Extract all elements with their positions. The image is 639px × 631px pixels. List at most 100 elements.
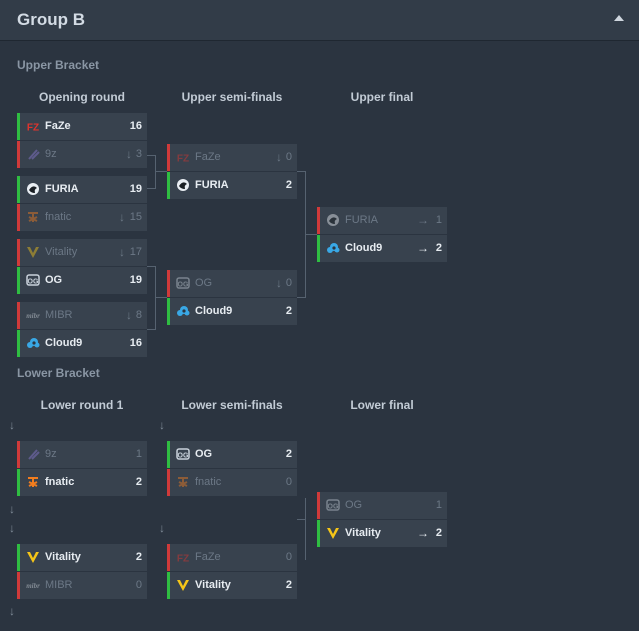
vitality-logo-icon bbox=[327, 528, 339, 539]
team-name: OG bbox=[195, 448, 213, 460]
team-row[interactable]: OG OG 2 bbox=[167, 441, 297, 468]
team-name: Vitality bbox=[45, 551, 81, 563]
team-score: 17 bbox=[129, 246, 142, 258]
cloud9-logo-icon bbox=[177, 306, 190, 316]
drop-arrow-icon: ↓ bbox=[126, 147, 132, 161]
furia-logo-icon bbox=[177, 179, 189, 191]
faze-logo-icon: FZ bbox=[27, 123, 39, 134]
team-row[interactable]: FZ FaZe 16 bbox=[17, 113, 147, 140]
vitality-logo-icon bbox=[27, 247, 39, 258]
vitality-logo-icon bbox=[27, 552, 39, 563]
advance-arrow-icon: ↓ bbox=[9, 604, 15, 618]
match-card[interactable]: FZ FaZe 16 9z↓3 bbox=[17, 113, 147, 168]
advance-arrow-icon: ↓ bbox=[159, 521, 165, 535]
team-score: 2 bbox=[135, 476, 142, 488]
furia-logo-icon bbox=[327, 214, 339, 226]
team-score: 1 bbox=[135, 448, 142, 460]
team-name: Vitality bbox=[45, 246, 78, 258]
group-header[interactable]: Group B bbox=[0, 0, 639, 41]
svg-text:OG: OG bbox=[178, 453, 189, 460]
og-logo-icon: OG bbox=[326, 499, 340, 511]
drop-arrow-icon: ↓ bbox=[276, 276, 282, 290]
team-row[interactable]: FURIA → 1 bbox=[317, 207, 447, 234]
team-name: OG bbox=[345, 499, 363, 511]
team-score: 0 bbox=[135, 579, 142, 591]
team-row[interactable]: Vitality↓17 bbox=[17, 239, 147, 266]
round-title-opening: Opening round bbox=[39, 90, 125, 104]
team-name: fnatic bbox=[195, 476, 222, 488]
team-name: OG bbox=[195, 277, 213, 289]
svg-text:OG: OG bbox=[328, 504, 339, 511]
team-row[interactable]: Cloud9→2 bbox=[317, 235, 447, 262]
team-row[interactable]: Cloud9 16 bbox=[17, 330, 147, 357]
vitality-logo-icon bbox=[177, 580, 189, 591]
team-name: FaZe bbox=[195, 151, 221, 163]
team-score: 15 bbox=[129, 211, 142, 223]
round-title-lower-round-1: Lower round 1 bbox=[40, 398, 124, 412]
svg-text:mibr: mibr bbox=[26, 582, 40, 590]
team-score: 16 bbox=[129, 337, 142, 349]
advance-arrow-icon: ↓ bbox=[159, 418, 165, 432]
fnatic-logo-icon bbox=[28, 212, 38, 222]
collapse-caret-icon[interactable] bbox=[614, 15, 624, 21]
match-card[interactable]: OG OG 2 fnatic 0 bbox=[167, 441, 297, 496]
9z-logo-icon bbox=[28, 149, 40, 160]
round-title-upper-final: Upper final bbox=[350, 90, 414, 104]
team-name: FaZe bbox=[45, 120, 71, 132]
drop-arrow-icon: ↓ bbox=[126, 308, 132, 322]
advance-arrow-icon: → bbox=[417, 526, 429, 540]
furia-logo-icon bbox=[27, 183, 39, 195]
round-title-upper-semis: Upper semi-finals bbox=[181, 90, 283, 104]
team-score: 2 bbox=[285, 448, 292, 460]
team-name: Cloud9 bbox=[45, 337, 83, 349]
drop-arrow-icon: ↓ bbox=[276, 150, 282, 164]
team-row[interactable]: 9z↓3 bbox=[17, 141, 147, 168]
team-score: 19 bbox=[129, 183, 142, 195]
team-row[interactable]: fnatic 0 bbox=[167, 469, 297, 496]
team-name: Cloud9 bbox=[345, 242, 383, 254]
svg-text:FZ: FZ bbox=[177, 554, 189, 565]
advance-arrow-icon: → bbox=[417, 213, 429, 227]
team-score: 0 bbox=[285, 476, 292, 488]
team-score: 2 bbox=[285, 579, 292, 591]
svg-text:OG: OG bbox=[178, 282, 189, 289]
team-row[interactable]: fnatic↓15 bbox=[17, 204, 147, 231]
team-name: FURIA bbox=[345, 214, 378, 226]
team-score: 1 bbox=[435, 214, 442, 226]
og-logo-icon: OG bbox=[26, 274, 40, 286]
og-logo-icon: OG bbox=[176, 277, 190, 289]
group-title: Group B bbox=[17, 10, 85, 29]
team-score: 16 bbox=[129, 120, 142, 132]
team-row[interactable]: Vitality→2 bbox=[317, 520, 447, 547]
team-name: fnatic bbox=[45, 211, 72, 223]
cloud9-logo-icon bbox=[327, 243, 340, 253]
team-score: 2 bbox=[285, 305, 292, 317]
advance-arrow-icon: ↓ bbox=[9, 502, 15, 516]
